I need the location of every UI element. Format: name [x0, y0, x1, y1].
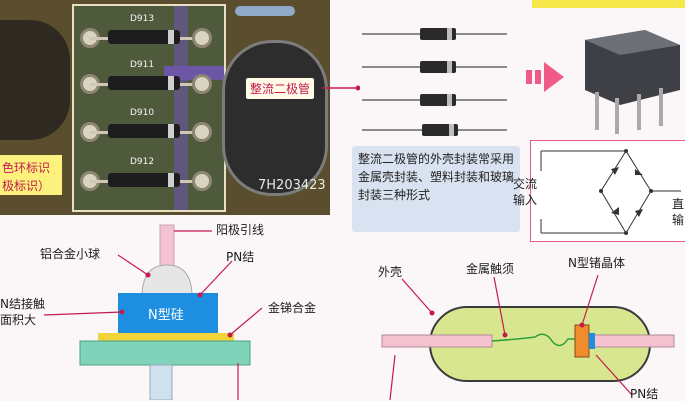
diode-component — [422, 124, 458, 136]
copper-trace — [174, 6, 188, 210]
diode-component — [420, 94, 456, 106]
inductor-coil — [0, 20, 70, 140]
arrow-icon — [526, 62, 564, 92]
solder-pad — [192, 122, 212, 142]
contact-area-label-2: 面积大 — [0, 313, 37, 327]
diode-label: D913 — [130, 14, 155, 24]
description-box: 整流二极管的外壳封装常采用金属壳封装、塑料封装和玻璃封装三种形式 — [352, 146, 520, 232]
polarity-label: 极标识） — [2, 179, 51, 193]
description-text: 整流二极管的外壳封装常采用金属壳封装、塑料封装和玻璃封装三种形式 — [358, 152, 515, 202]
bridge-rectifier — [585, 30, 680, 134]
dc-output-label-2: 输 — [672, 213, 685, 227]
diode-label: D911 — [130, 60, 155, 70]
side-label-box: 色环标识 极标识） — [0, 155, 62, 195]
bridge-circuit: 交流 输入 直 输 — [513, 140, 685, 242]
rectifier-diode — [108, 30, 180, 44]
contact-area-label-1: N结接触 — [0, 297, 45, 311]
diode-label: D910 — [130, 108, 155, 118]
dc-output-label-1: 直 — [672, 197, 685, 211]
rectifier-tag: 整流二极管 — [246, 78, 315, 99]
circuit-board: D913 D911 D910 D912 — [72, 4, 226, 212]
solder-pad — [192, 74, 212, 94]
electrolytic-capacitor — [222, 40, 328, 196]
ac-input-label-2: 输入 — [513, 193, 538, 207]
board-marking: 7H203423 — [258, 178, 326, 193]
solder-pad — [192, 171, 212, 191]
resistor — [235, 6, 295, 16]
aluminum-ball-label: 铝合金小球 — [40, 247, 101, 261]
n-silicon-label: N型硅 — [148, 308, 184, 323]
pn-junction-bottom-label: PN结 — [630, 387, 659, 401]
glass-diode-structure — [381, 274, 675, 400]
rectifier-diode — [108, 173, 180, 187]
metal-whisker-label: 金属触须 — [466, 262, 515, 276]
diode-label: D912 — [130, 157, 155, 167]
color-ring-label: 色环标识 — [2, 161, 51, 175]
solder-pad — [192, 28, 212, 48]
point-contact-structure — [43, 224, 263, 400]
gold-antimony-label: 金锑合金 — [268, 301, 317, 315]
yellow-band — [532, 0, 685, 8]
rectifier-diode — [108, 124, 180, 138]
pn-junction-label: PN结 — [226, 250, 255, 264]
ac-input-label-1: 交流 — [513, 177, 538, 191]
bridge-schematic — [540, 149, 681, 235]
anode-lead-label: 阳极引线 — [216, 223, 265, 237]
n-germanium-label: N型锗晶体 — [568, 256, 625, 270]
rectifier-diode — [108, 76, 180, 90]
shell-label: 外壳 — [378, 265, 403, 279]
pcb-photo: D913 D911 D910 D912 整流二极管 7H203423 色环标识 … — [0, 0, 330, 215]
diode-component — [420, 28, 456, 40]
pointer-line — [322, 85, 360, 91]
diode-component — [420, 61, 456, 73]
